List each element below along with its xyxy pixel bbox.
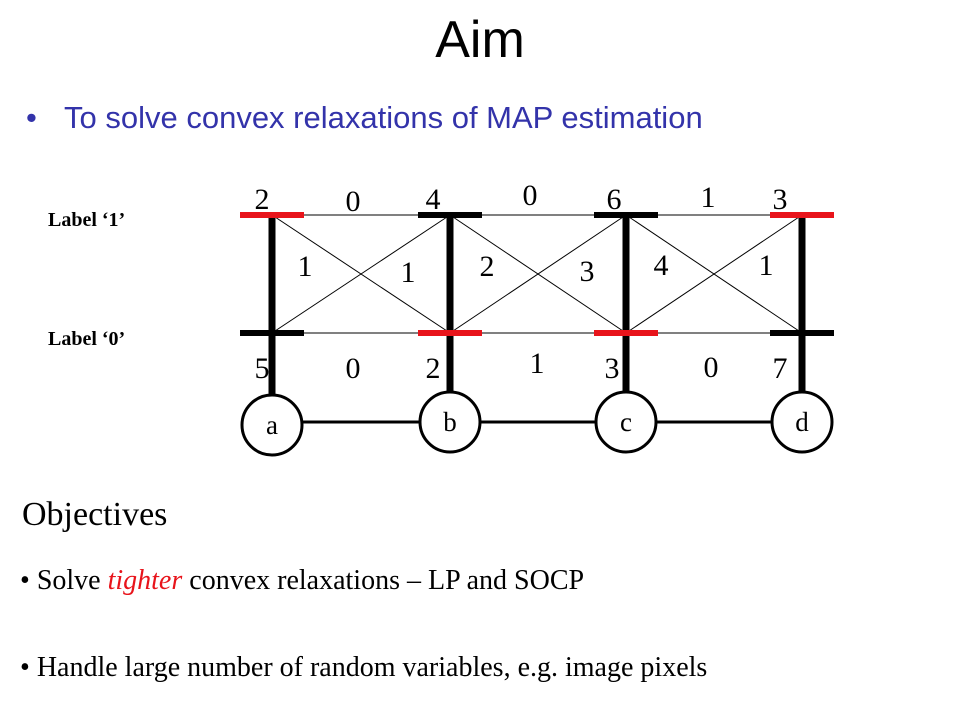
objective-item-1: • Solve tighter convex relaxations – LP … <box>20 565 584 597</box>
aim-text: To solve convex relaxations of MAP estim… <box>64 100 703 135</box>
node-b-label: b <box>443 407 457 437</box>
unary-b-top: 4 <box>426 183 441 216</box>
pairwise-diag-ab-2 <box>271 214 451 334</box>
unary-b-bottom: 2 <box>426 352 441 385</box>
pairwise-bc-diag-right: 3 <box>580 255 595 288</box>
pairwise-ab-diag-left: 1 <box>298 250 313 283</box>
node-a-label: a <box>266 410 278 440</box>
node-d-label: d <box>795 407 809 437</box>
unary-c-top: 6 <box>607 183 622 216</box>
pairwise-cd-top: 1 <box>701 181 716 214</box>
pairwise-ab-bottom: 0 <box>346 352 361 385</box>
slide-title: Aim <box>435 11 525 69</box>
bullet-dot: • <box>26 100 37 135</box>
node-a-circle <box>240 393 304 457</box>
pairwise-ab-top: 0 <box>346 185 361 218</box>
unary-d-top: 3 <box>773 183 788 216</box>
unary-c-bottom: 3 <box>605 352 620 385</box>
label-1-heading: Label ‘1’ <box>48 209 125 231</box>
objective-1-after: convex relaxations – LP and SOCP <box>189 565 585 596</box>
node-c-label: c <box>620 407 632 437</box>
pairwise-bc-diag-left: 2 <box>480 250 495 283</box>
pairwise-bc-top: 0 <box>523 179 538 212</box>
aim-bullet-item: • To solve convex relaxations of MAP esti… <box>26 100 703 136</box>
objective-1-before: Solve <box>36 565 101 596</box>
unary-a-bottom: 5 <box>255 352 270 385</box>
pairwise-cd-diag-left: 4 <box>654 249 669 282</box>
pairwise-bc-bottom: 1 <box>530 347 545 380</box>
label-0-heading: Label ‘0’ <box>48 328 125 350</box>
bullet-dot: • <box>20 652 30 683</box>
unary-d-bottom: 7 <box>773 352 788 385</box>
pairwise-cd-diag-right: 1 <box>759 249 774 282</box>
unary-a-top: 2 <box>255 183 270 216</box>
node-c-circle <box>594 390 658 454</box>
bullet-dot: • <box>20 565 30 596</box>
pairwise-diag-cd-2 <box>625 214 803 334</box>
objectives-heading: Objectives <box>22 496 168 533</box>
objective-2-text: Handle large number of random variables,… <box>36 652 708 683</box>
objective-1-emphasis: tighter <box>107 565 183 596</box>
pairwise-diag-bc-2 <box>449 214 627 334</box>
pairwise-cd-bottom: 0 <box>704 351 719 384</box>
objective-item-2: • Handle large number of random variable… <box>20 652 707 684</box>
node-b-circle <box>418 390 482 454</box>
node-d-circle <box>770 390 834 454</box>
pairwise-ab-diag-right: 1 <box>401 256 416 289</box>
